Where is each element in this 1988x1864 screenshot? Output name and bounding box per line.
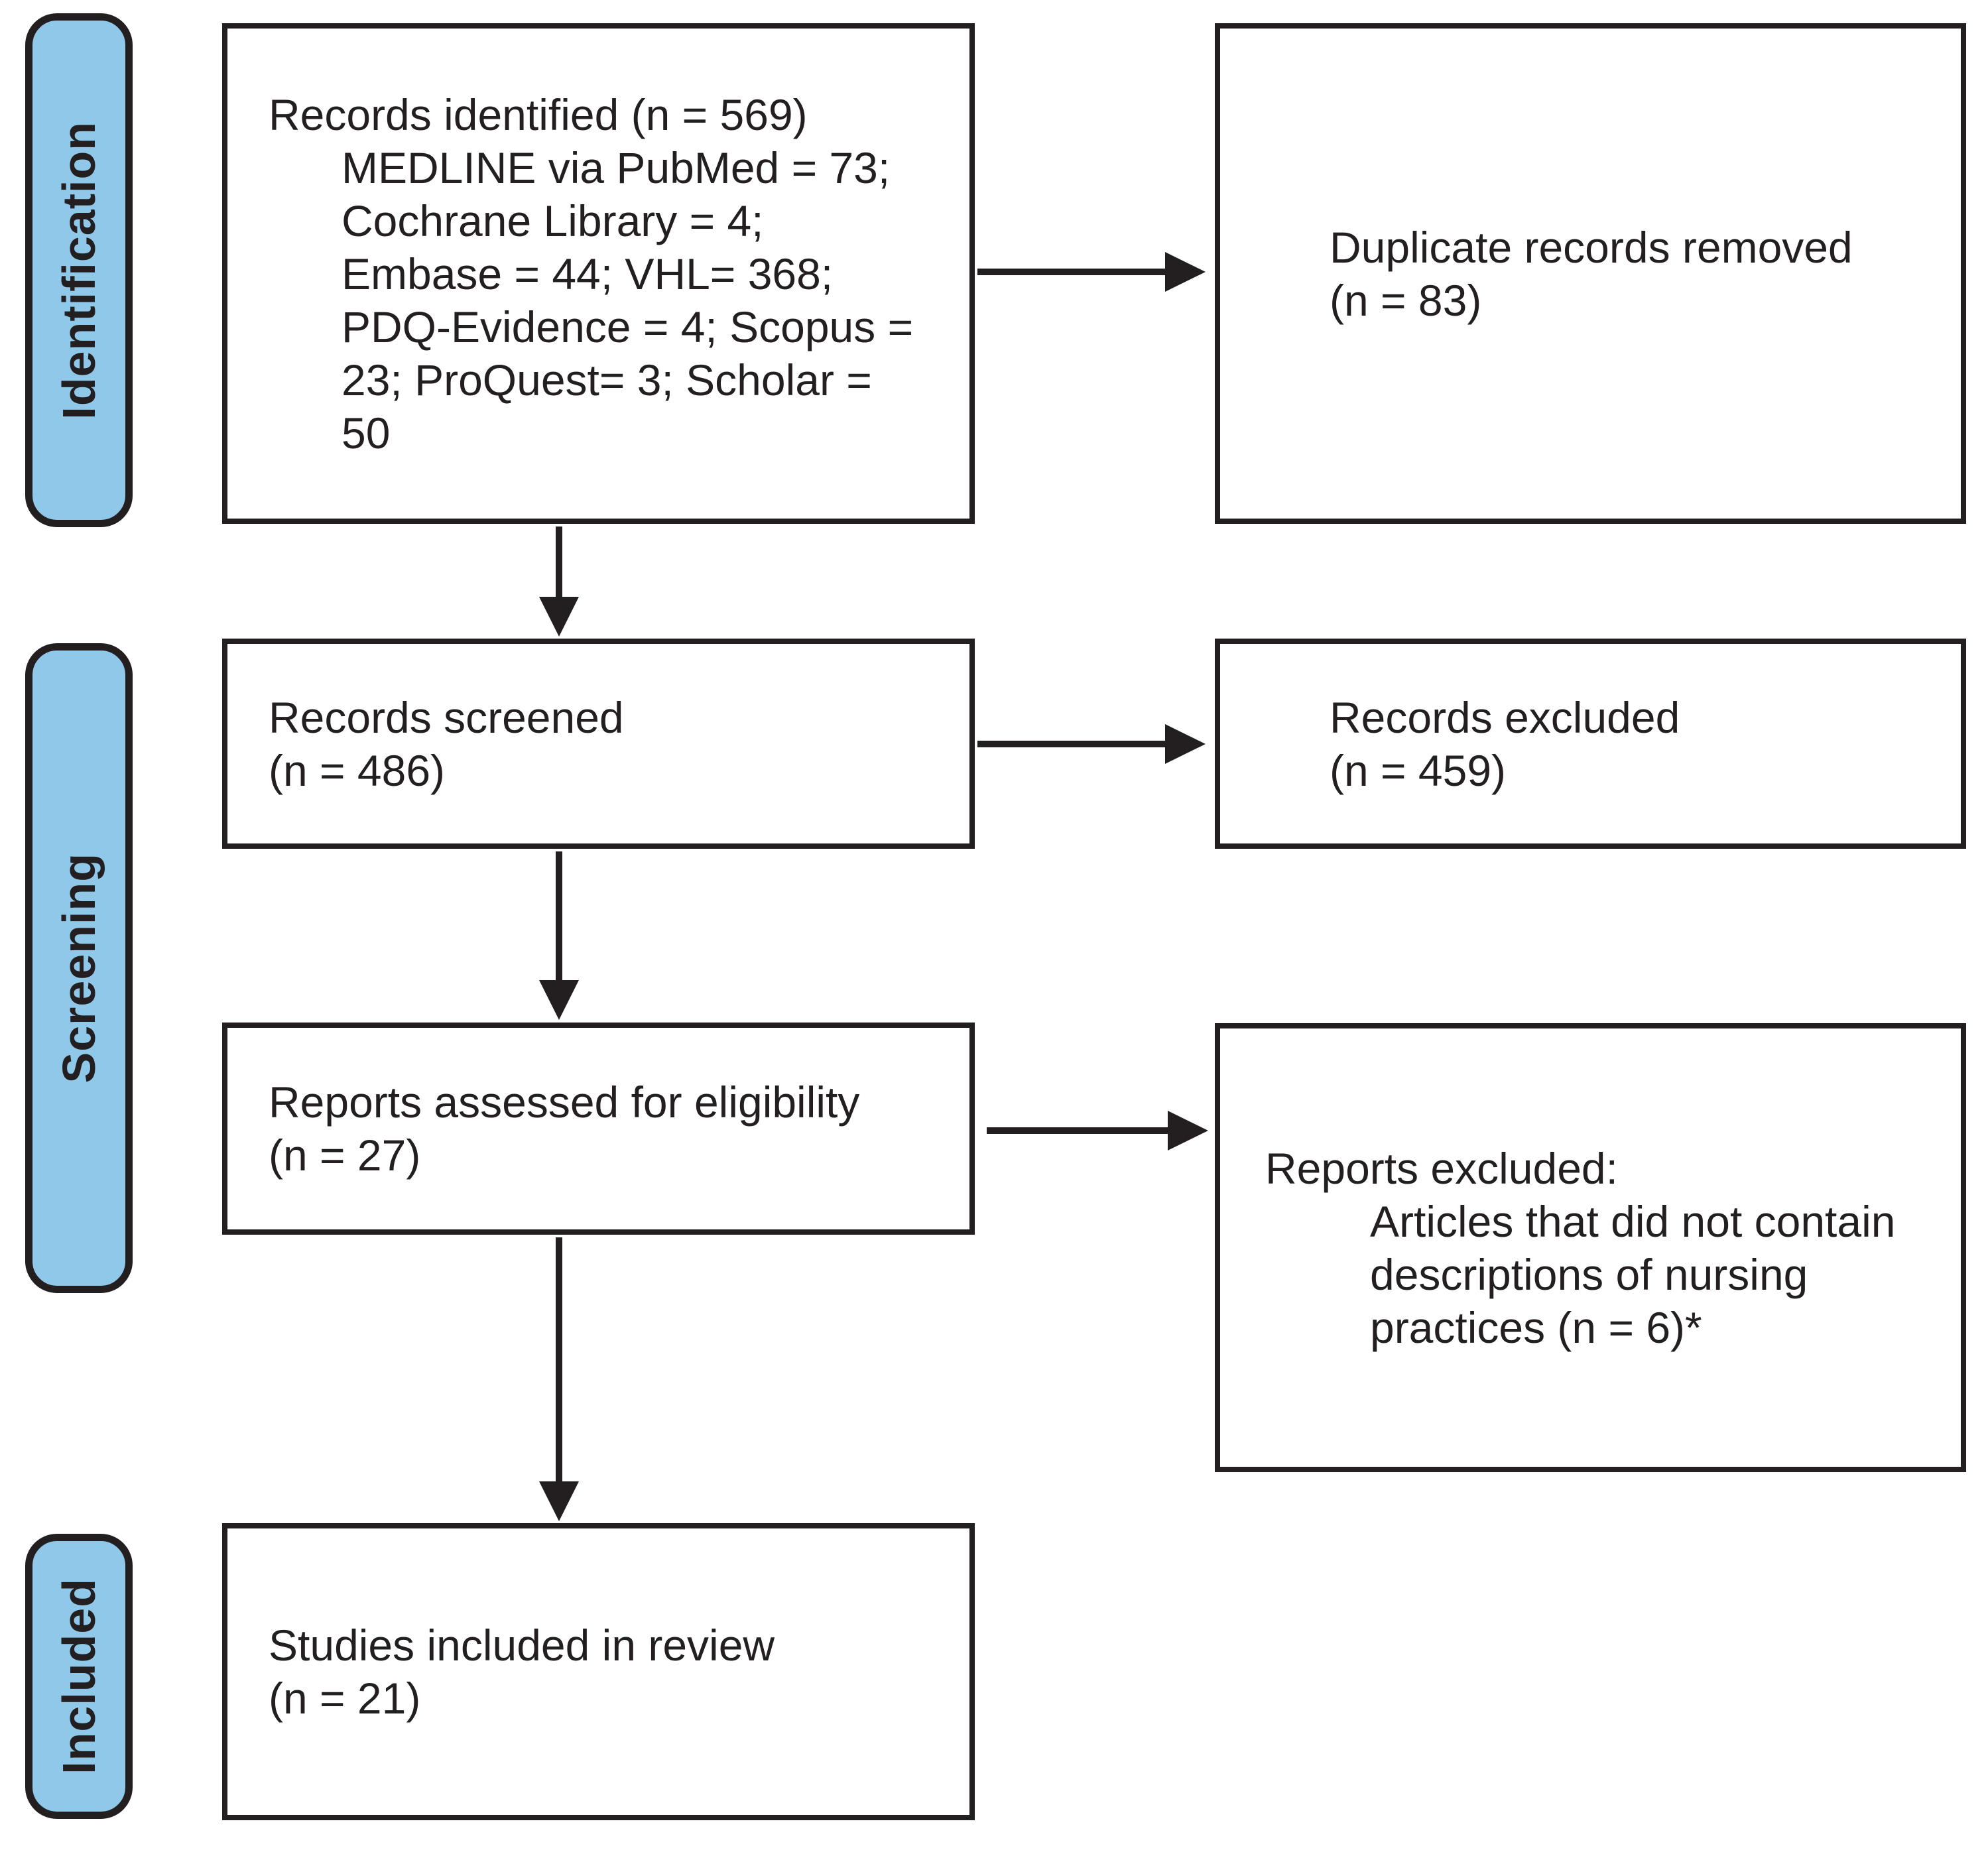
box-records-excluded: Records excluded (n = 459) <box>1215 639 1966 849</box>
records-excluded-line: Records excluded <box>1330 692 1680 742</box>
records-excluded-line: (n = 459) <box>1330 745 1506 795</box>
stage-identification: Identification <box>25 13 133 527</box>
arrow-identified-to-duplicates <box>977 252 1206 292</box>
stage-included: Included <box>25 1534 133 1819</box>
duplicates-removed-line: Duplicate records removed <box>1330 222 1853 272</box>
studies-included-line: Studies included in review <box>269 1621 775 1670</box>
reports-excluded-line: Articles that did not contain <box>1370 1196 1896 1246</box>
studies-included-line: (n = 21) <box>269 1674 421 1723</box>
arrow-screened-to-excluded <box>977 724 1206 764</box>
records-identified-line: Records identified (n = 569) <box>269 90 808 139</box>
box-records-screened: Records screened (n = 486) <box>222 639 975 849</box>
arrow-assessed-to-included <box>539 1237 579 1521</box>
stage-screening-label: Screening <box>53 853 105 1084</box>
records-identified-line: 50 <box>342 408 391 458</box>
reports-excluded-line: Reports excluded: <box>1265 1143 1618 1193</box>
box-reports-assessed: Reports assessed for eligibility (n = 27… <box>222 1023 975 1235</box>
stage-screening: Screening <box>25 643 133 1293</box>
records-identified-line: Cochrane Library = 4; <box>342 196 764 245</box>
stage-identification-label: Identification <box>53 121 105 420</box>
box-duplicate-records-removed: Duplicate records removed (n = 83) <box>1215 23 1966 524</box>
records-identified-line: MEDLINE via PubMed = 73; <box>342 143 891 192</box>
duplicates-removed-line: (n = 83) <box>1330 275 1482 325</box>
records-identified-line: Embase = 44; VHL= 368; <box>342 249 834 298</box>
reports-assessed-line: (n = 27) <box>269 1131 421 1180</box>
box-records-identified: Records identified (n = 569) MEDLINE via… <box>222 23 975 524</box>
records-screened-line: Records screened <box>269 692 624 742</box>
reports-assessed-line: Reports assessed for eligibility <box>269 1078 860 1127</box>
records-screened-line: (n = 486) <box>269 745 445 795</box>
arrow-assessed-to-reports-excluded <box>987 1111 1208 1150</box>
box-reports-excluded: Reports excluded: Articles that did not … <box>1215 1023 1966 1472</box>
reports-excluded-line: practices (n = 6)* <box>1370 1302 1702 1352</box>
reports-excluded-line: descriptions of nursing <box>1370 1249 1808 1299</box>
arrow-screened-to-assessed <box>539 851 579 1020</box>
records-identified-line: PDQ-Evidence = 4; Scopus = <box>342 302 914 351</box>
records-identified-line: 23; ProQuest= 3; Scholar = <box>342 355 872 404</box>
stage-included-label: Included <box>53 1578 105 1774</box>
arrow-identified-to-screened <box>539 527 579 637</box>
box-studies-included: Studies included in review (n = 21) <box>222 1523 975 1820</box>
